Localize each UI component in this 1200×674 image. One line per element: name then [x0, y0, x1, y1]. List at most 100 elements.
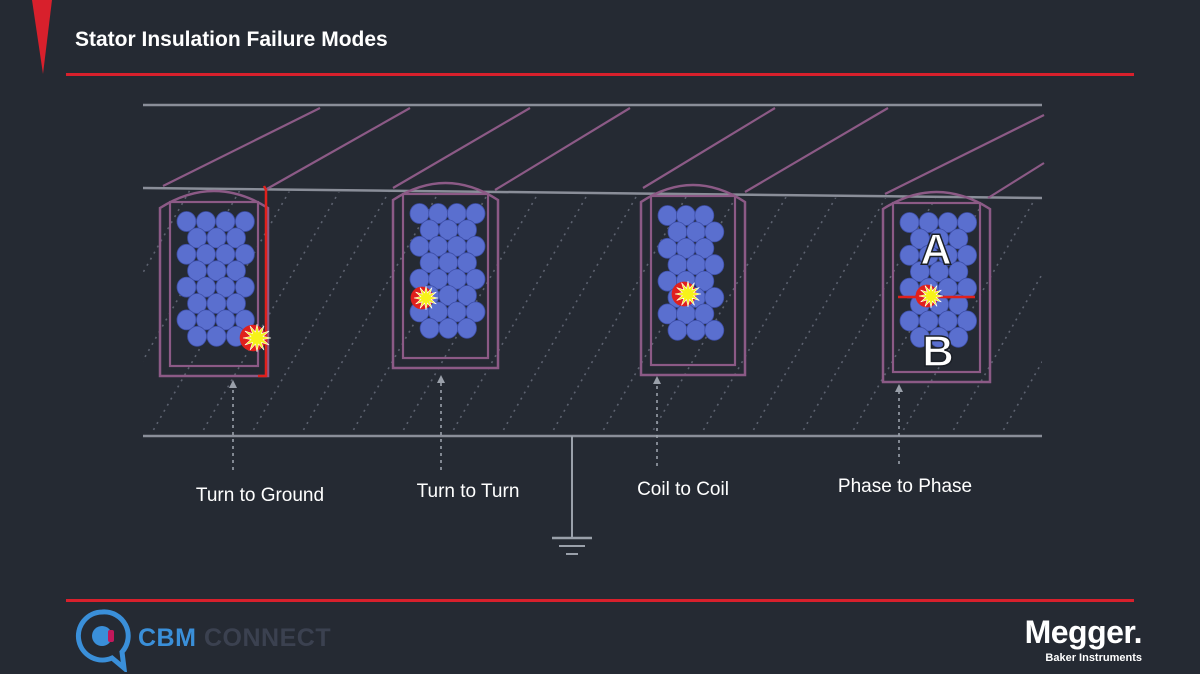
pointer-arrowhead [653, 376, 661, 384]
perspective-line [162, 107, 321, 187]
conductor-strand [176, 309, 197, 331]
conductor-strand [215, 309, 236, 331]
hatch-line [749, 190, 891, 434]
fault-spark-coil [674, 280, 702, 308]
conductor-strand [457, 317, 477, 339]
slot-liner-outline [168, 200, 260, 368]
hatch-line [1150, 190, 1200, 436]
slot-wedge-outline [391, 181, 500, 370]
conductor-strand [465, 301, 486, 323]
slot-liner-outline [649, 194, 737, 367]
hatch-line [0, 190, 40, 436]
conductor-strand [187, 227, 207, 249]
fault-spark-turn [413, 285, 439, 311]
hatch-line [0, 190, 140, 436]
slot-wedge-outline [639, 183, 747, 377]
chat-bubble-icon [75, 609, 131, 672]
conductor-strand [694, 205, 715, 226]
conductor-strand [465, 268, 486, 290]
perspective-line [987, 162, 1045, 199]
hatch-line [799, 190, 941, 434]
conductor-strand [196, 211, 216, 232]
conductor-strand [948, 326, 969, 348]
conductor-strand [206, 227, 227, 249]
perspective-line [494, 107, 631, 191]
conductor-strand [176, 243, 197, 265]
conductor-strand [957, 212, 977, 233]
hatch-line [249, 190, 391, 434]
label-pointer-lines [229, 375, 903, 470]
hatch-line [699, 190, 841, 434]
conductor-strand [465, 235, 486, 257]
conductor-strand [457, 219, 477, 241]
label-phase-to-phase: Phase to Phase [837, 476, 973, 497]
hatch-line [499, 190, 641, 434]
hatch-line [549, 190, 691, 434]
label-coil-to-coil: Coil to Coil [637, 479, 729, 500]
conductor-strand [187, 325, 207, 347]
conductor-strand [694, 237, 715, 259]
cbm-connect-logo: CBM CONNECT [72, 606, 372, 672]
phase-a-marker: A [920, 225, 952, 274]
conductor-strand [704, 287, 725, 308]
perspective-line [392, 107, 531, 189]
baker-instruments-text: Baker Instruments [1045, 652, 1142, 664]
page-title: Stator Insulation Failure Modes [75, 28, 388, 51]
megger-logo: Megger. Baker Instruments [1024, 614, 1143, 664]
conductor-strand [948, 261, 969, 283]
slot-coil-to-coil [639, 183, 747, 377]
hatch-line [649, 190, 791, 434]
conductor-strand [667, 319, 688, 341]
conductor-strand [465, 203, 486, 224]
slot-turn-to-ground [158, 185, 272, 378]
perspective-line [744, 107, 889, 193]
conductor-strand [234, 211, 255, 232]
conductor-strand [948, 294, 969, 315]
conductor-strand [196, 243, 216, 265]
conductor-strand [704, 221, 725, 243]
perspective-line [264, 107, 411, 191]
perspective-line [884, 114, 1045, 195]
conductor-strand [694, 270, 715, 292]
pointer-arrowhead [895, 384, 903, 392]
fault-spark-ground [242, 323, 272, 353]
megger-wordmark: Megger. [1024, 614, 1143, 650]
conductor-strand [457, 285, 477, 306]
conductor-strand [206, 325, 227, 347]
conductor-strand [948, 228, 969, 250]
hatch-line [999, 190, 1042, 434]
slot-wedge-outline [158, 189, 270, 378]
slot-liner-outline [891, 201, 982, 374]
header-divider [66, 73, 1134, 76]
brand-connect-text: CONNECT [204, 624, 332, 652]
hatch-line [449, 190, 591, 434]
corner-flag-decoration [32, 0, 52, 74]
conductor-strand [215, 211, 236, 232]
conductor-strand [957, 244, 977, 266]
phase-b-marker: B [922, 327, 954, 376]
conductor-strand [196, 309, 216, 331]
conductor-strand [226, 293, 246, 314]
conductor-strand [704, 254, 725, 276]
label-turn-to-turn: Turn to Turn [416, 481, 520, 502]
conductor-strand [694, 303, 715, 325]
conductor-strand [215, 276, 236, 298]
hatch-line [1050, 190, 1190, 436]
conductor-strand [176, 276, 197, 298]
conductor-strand [234, 243, 255, 265]
slot-perspective-lines [162, 107, 1045, 199]
slot-liner-outline [401, 192, 490, 360]
conductor-strand [957, 310, 977, 332]
slot-phase-to-phase [881, 190, 992, 384]
pointer-arrowhead [437, 375, 445, 383]
footer-divider [66, 599, 1134, 602]
conductor-strand [176, 211, 197, 232]
conductor-strand [215, 243, 236, 265]
conductor-strand [226, 260, 246, 282]
conductor-strand [187, 260, 207, 282]
conductor-strand [226, 227, 246, 249]
conductor-strand [419, 317, 440, 339]
hatch-line [949, 190, 1042, 434]
hatch-line [1100, 190, 1200, 436]
